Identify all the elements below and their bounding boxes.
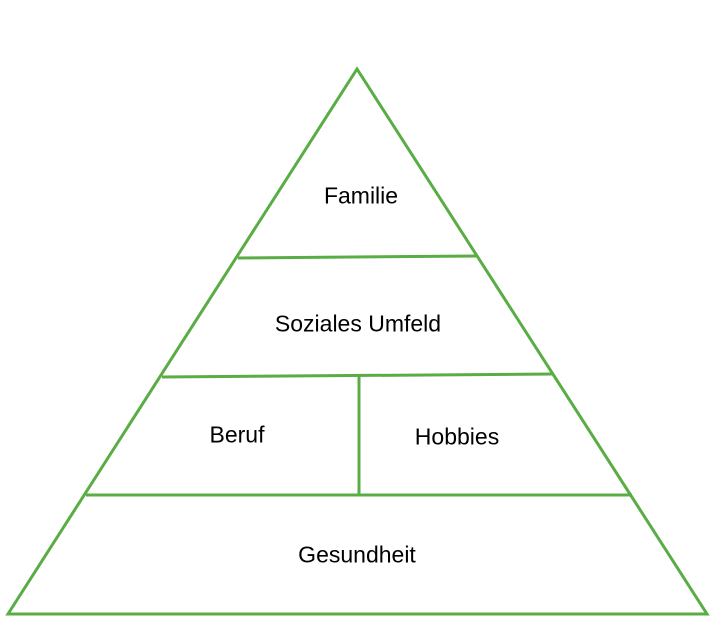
level-beruf-label: Beruf (209, 421, 265, 448)
divider-familie-soziales (237, 254, 478, 260)
level-familie-label: Familie (323, 182, 399, 209)
level-soziales-umfeld-label: Soziales Umfeld (274, 310, 442, 337)
level-gesundheit-label: Gesundheit (298, 541, 416, 568)
level-hobbies-label: Hobbies (414, 423, 500, 450)
pyramid-outline (5, 66, 710, 616)
